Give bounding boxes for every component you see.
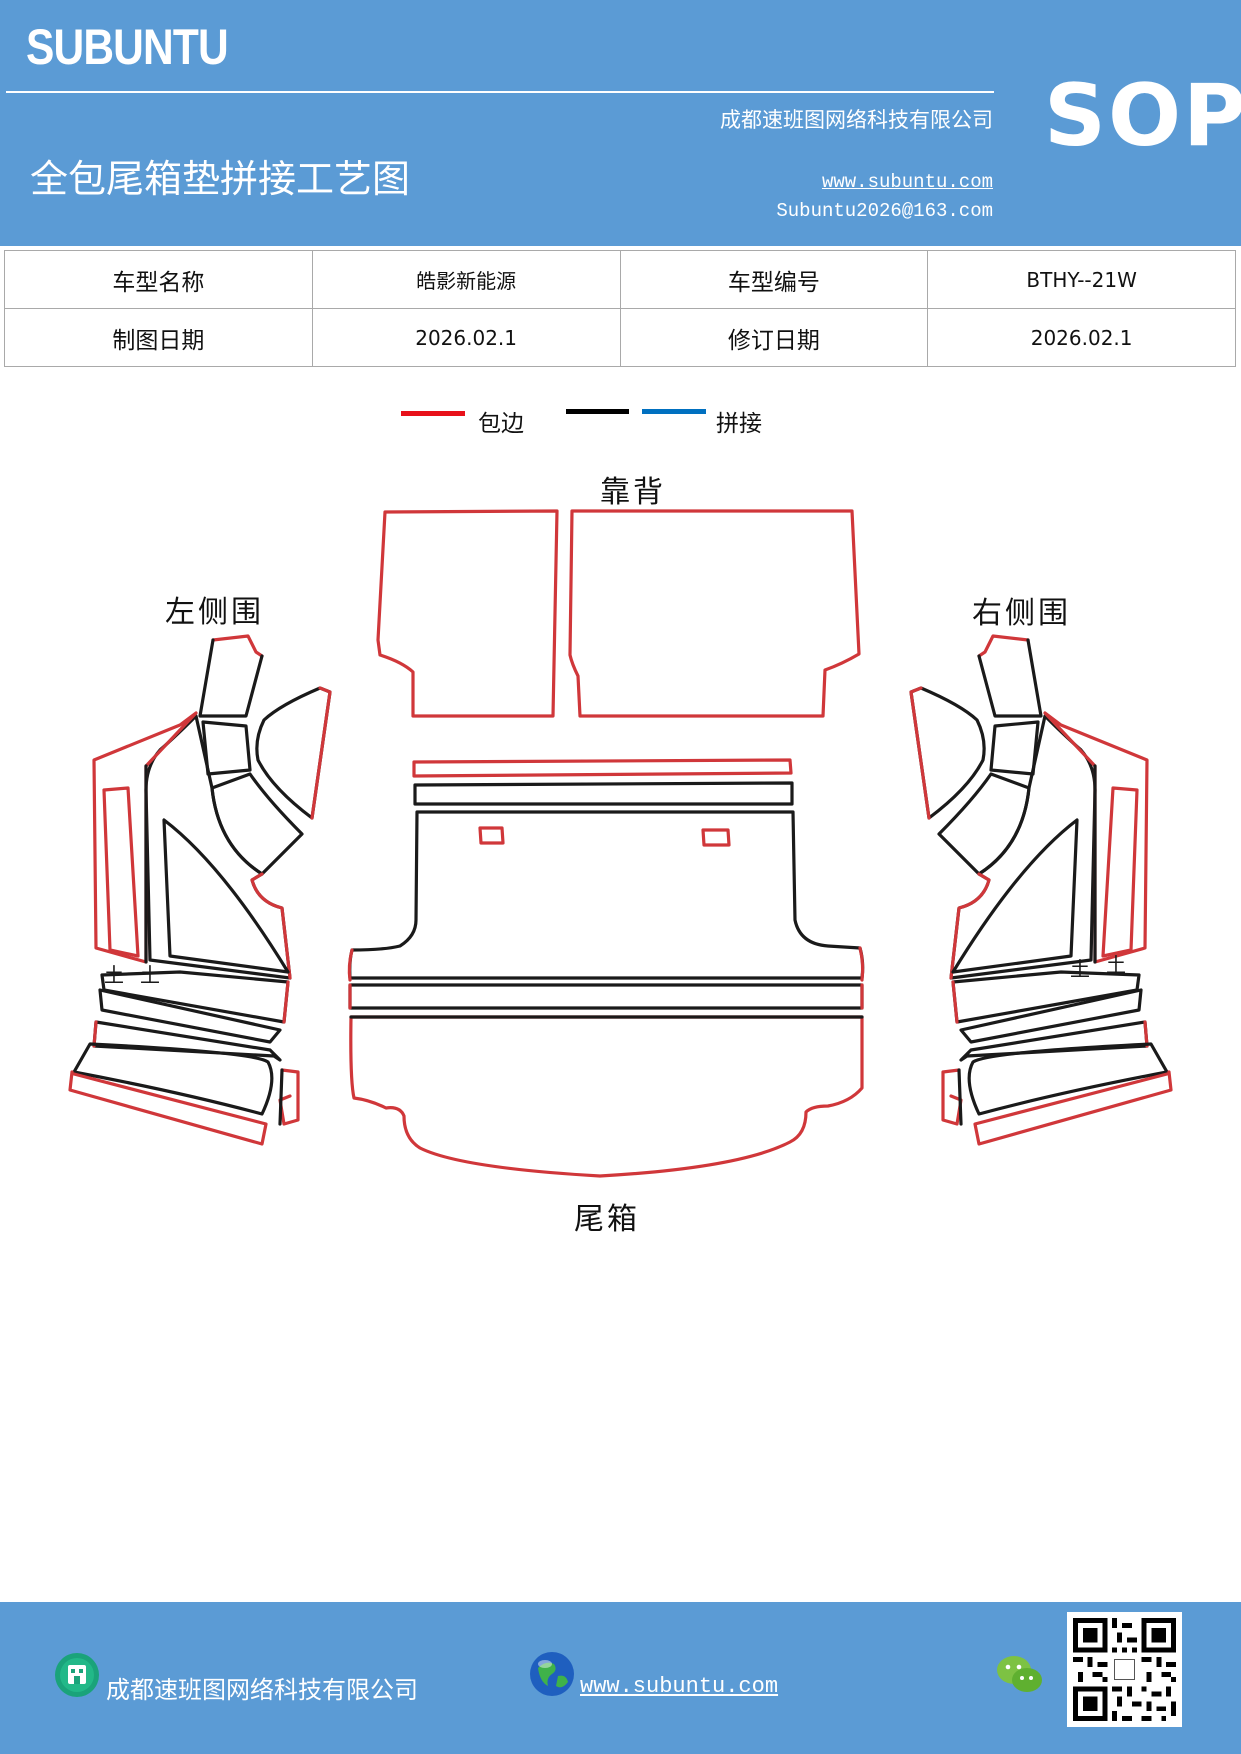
trunk-label: 尾箱	[574, 1202, 640, 1237]
company-name: 成都速班图网络科技有限公司	[720, 108, 993, 132]
trunk-slot-right	[701, 828, 731, 847]
building-icon	[54, 1652, 100, 1702]
left-inner-black	[162, 818, 290, 974]
left-band-4	[72, 1042, 274, 1116]
trunk-red-sides-mid	[348, 983, 864, 1010]
document-title: 全包尾箱垫拼接工艺图	[30, 157, 411, 201]
footer-banner: 成都速班图网络科技有限公司 www.subuntu.com	[0, 1602, 1241, 1754]
right-side-group	[909, 634, 1173, 1146]
left-side-label: 左侧围	[165, 595, 264, 630]
draw-date-value: 2026.02.1	[311, 308, 621, 367]
left-band-2	[98, 988, 282, 1044]
legend-splice-line	[642, 409, 706, 414]
website-link[interactable]: www.subuntu.com	[821, 171, 993, 193]
header-divider	[6, 91, 994, 93]
model-code-label: 车型编号	[619, 250, 929, 309]
backrest-left-panel	[376, 509, 559, 718]
footer-company-name: 成都速班图网络科技有限公司	[106, 1676, 418, 1704]
left-band-1	[100, 970, 290, 1024]
brand-logo: SUBUNTU	[26, 19, 229, 75]
right-mark-2: 土	[1106, 953, 1126, 977]
vehicle-info-table: 车型名称 皓影新能源 车型编号 BTHY--21W 制图日期 2026.02.1…	[4, 250, 1236, 367]
sop-badge: SOP	[1044, 66, 1241, 166]
footer-website-link[interactable]: www.subuntu.com	[580, 1674, 779, 1699]
model-name-label: 车型名称	[4, 250, 313, 309]
left-band-1-red	[282, 980, 290, 1024]
table-row: 制图日期 2026.02.1 修订日期 2026.02.1	[4, 308, 1236, 367]
left-thin-vertical	[102, 786, 140, 958]
globe-icon	[528, 1650, 576, 1702]
left-top-red-piece	[211, 634, 264, 658]
trunk-second-strip	[413, 781, 794, 806]
backrest-label: 靠背	[600, 475, 666, 510]
left-curved-piece	[210, 772, 304, 876]
left-band-3-red	[92, 1020, 98, 1048]
backrest-right-panel	[568, 509, 861, 718]
trunk-red-side-right	[858, 946, 865, 982]
left-mark-2: 土	[140, 963, 160, 987]
left-bottom-hook	[278, 1068, 300, 1126]
left-big-panel-red	[250, 872, 292, 980]
model-name-value: 皓影新能源	[311, 250, 621, 309]
left-top-black-piece	[198, 638, 264, 718]
legend-edge-label: 包边	[478, 411, 524, 437]
left-big-panel	[144, 714, 292, 980]
right-mark-1: 土	[1070, 957, 1090, 981]
legend-edge-line	[401, 411, 465, 416]
model-code-value: BTHY--21W	[927, 250, 1236, 309]
left-bottom-red	[68, 1070, 268, 1146]
header-banner: SUBUNTU 成都速班图网络科技有限公司 全包尾箱垫拼接工艺图 www.sub…	[0, 0, 1241, 246]
legend-splice-label: 拼接	[716, 411, 762, 437]
legend-black-line	[566, 409, 629, 414]
revise-date-label: 修订日期	[619, 308, 929, 367]
left-square-piece	[201, 720, 252, 776]
trunk-top-strip	[412, 758, 793, 778]
trunk-red-side-left	[347, 948, 354, 982]
wechat-icon	[996, 1654, 1044, 1700]
draw-date-label: 制图日期	[4, 308, 313, 367]
right-side-label: 右侧围	[972, 596, 1071, 631]
left-band-3	[92, 1020, 282, 1062]
left-upper-right-wing-red	[310, 686, 332, 820]
revise-date-value: 2026.02.1	[927, 308, 1236, 367]
left-bottom-hook-black	[278, 1068, 284, 1126]
trunk-slot-left	[478, 826, 505, 845]
table-row: 车型名称 皓影新能源 车型编号 BTHY--21W	[4, 250, 1236, 309]
left-mark-1: 土	[104, 963, 124, 987]
qr-code	[1067, 1612, 1182, 1727]
trunk-bottom-panel	[349, 1015, 864, 1178]
trunk-main-panel	[348, 810, 865, 980]
left-upper-right-wing	[255, 686, 332, 820]
left-outer-red-strip	[92, 711, 198, 964]
trunk-middle-strip	[348, 983, 864, 1010]
email-address: Subuntu2026@163.com	[776, 200, 993, 222]
